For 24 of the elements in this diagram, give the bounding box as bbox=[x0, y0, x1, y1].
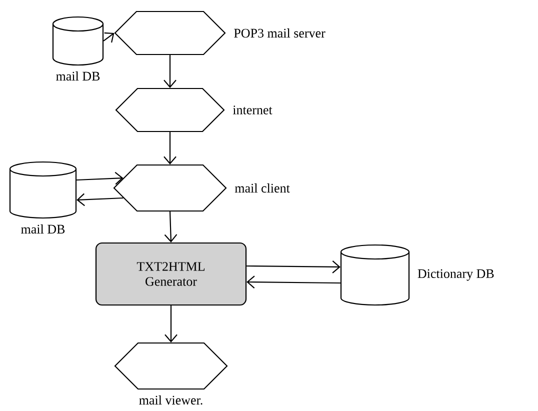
node-label: internet bbox=[232, 106, 272, 114]
node-label: Dictionary DB bbox=[418, 269, 494, 281]
process-hexagon: mail client bbox=[113, 164, 290, 212]
process-hexagon: internet bbox=[115, 88, 272, 132]
node-label: mail DB bbox=[56, 71, 100, 81]
arrow bbox=[103, 32, 114, 43]
arrow bbox=[164, 306, 178, 342]
arrow bbox=[164, 55, 176, 88]
node-label: mail DB bbox=[21, 224, 65, 234]
node-label: mail viewer. bbox=[139, 395, 202, 405]
node-label: POP3 mail server bbox=[234, 28, 326, 38]
database-cylinder: mail DB bbox=[9, 161, 77, 234]
arrow bbox=[246, 276, 340, 288]
arrow bbox=[164, 132, 176, 164]
node-label: mail client bbox=[234, 183, 290, 193]
arrow bbox=[76, 172, 124, 185]
arrow bbox=[246, 260, 340, 274]
generator-box: TXT2HTML Generator bbox=[95, 242, 247, 306]
database-cylinder: Dictionary DB bbox=[340, 244, 494, 306]
arrow bbox=[164, 212, 178, 242]
process-hexagon: POP3 mail server bbox=[114, 10, 326, 56]
arrow bbox=[76, 193, 124, 206]
process-hexagon: mail viewer. bbox=[114, 342, 228, 405]
database-cylinder: mail DB bbox=[52, 16, 104, 81]
